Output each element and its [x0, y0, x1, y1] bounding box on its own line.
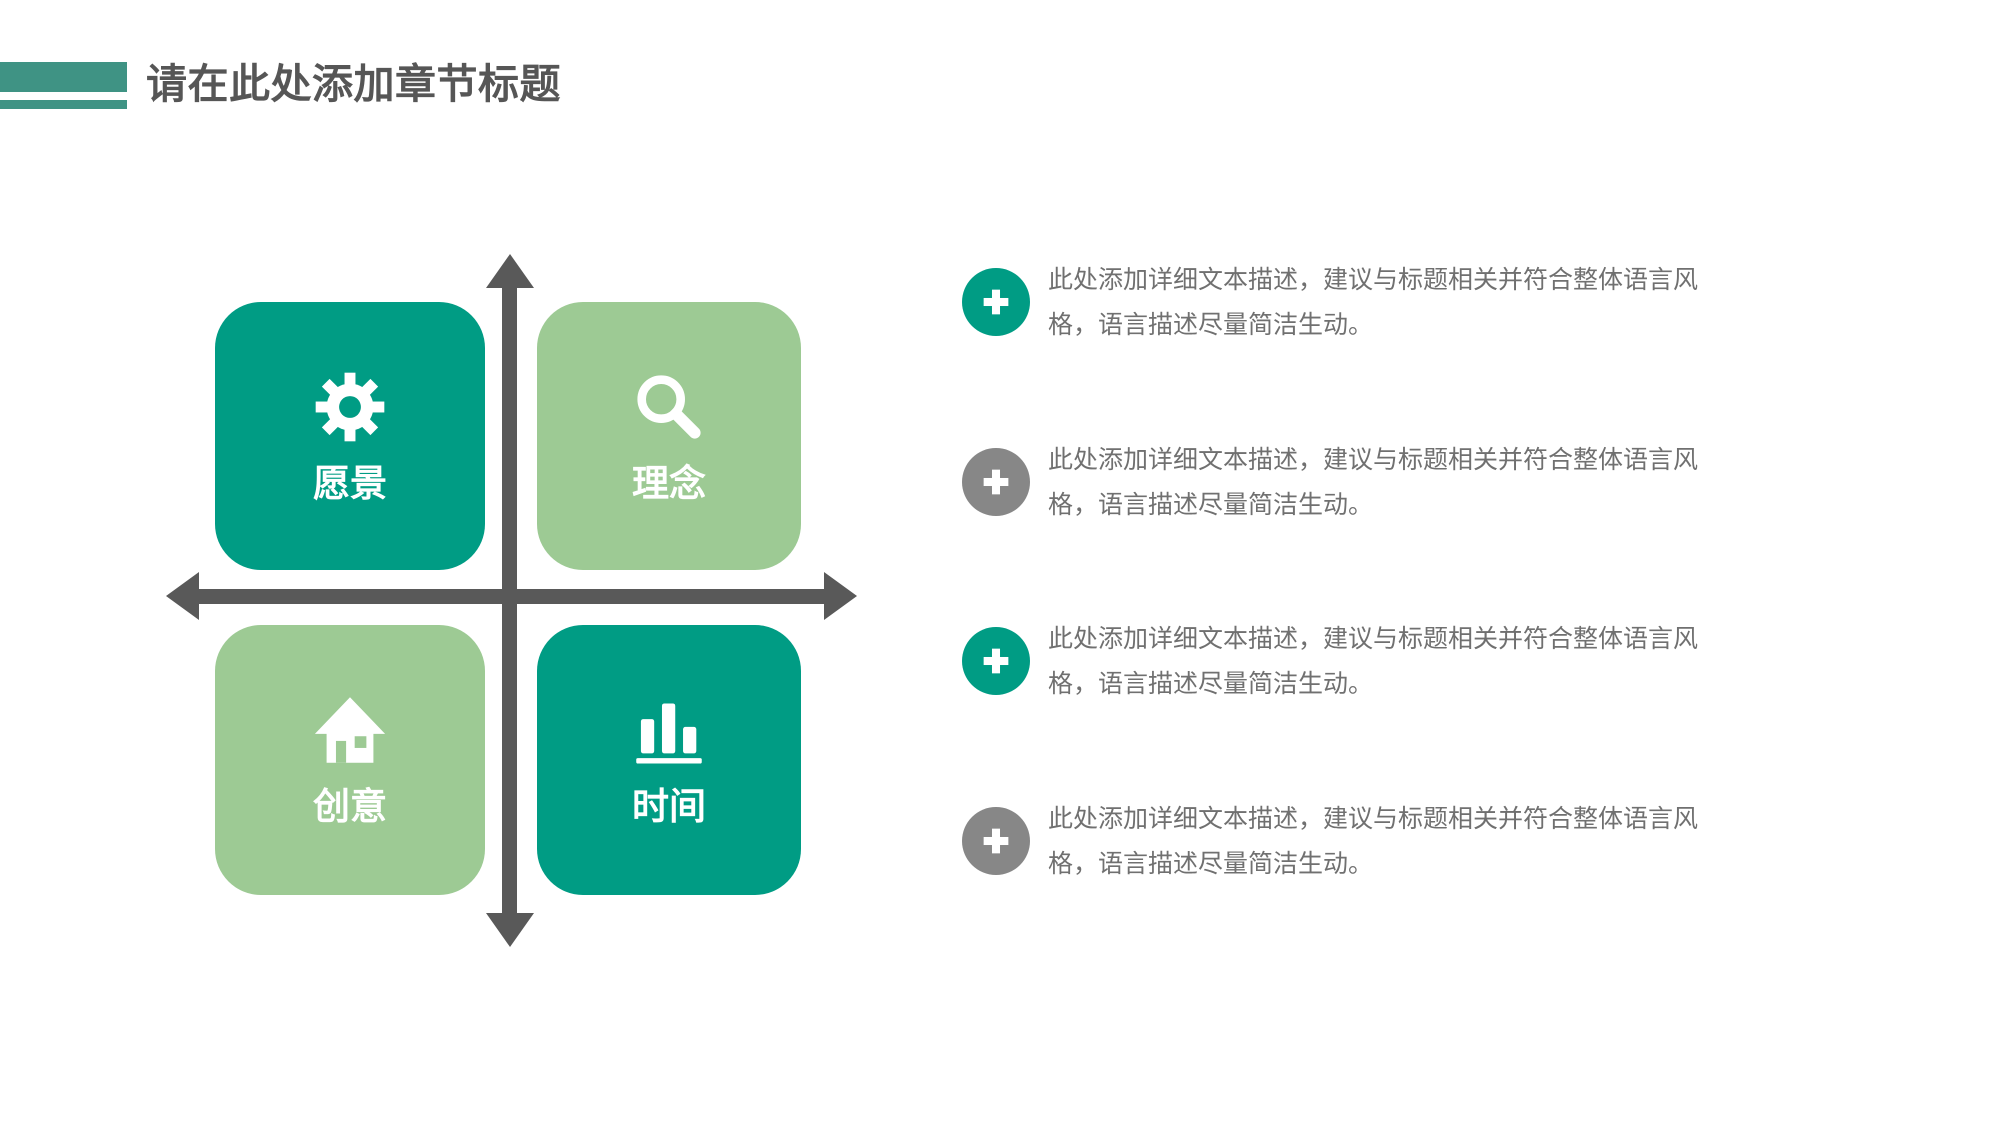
- x-axis: [197, 589, 826, 604]
- bullet-item: 此处添加详细文本描述，建议与标题相关并符合整体语言风 格，语言描述尽量简洁生动。: [962, 446, 1748, 528]
- card-label: 理念: [632, 463, 706, 504]
- bullet-item: 此处添加详细文本描述，建议与标题相关并符合整体语言风 格，语言描述尽量简洁生动。: [962, 625, 1748, 707]
- header-accent-bar: [0, 62, 127, 92]
- bullet-item: 此处添加详细文本描述，建议与标题相关并符合整体语言风 格，语言描述尽量简洁生动。: [962, 805, 1748, 887]
- arrow-right-icon: [824, 572, 857, 620]
- card-label: 时间: [632, 786, 706, 827]
- quadrant-card-time: 时间: [537, 625, 801, 895]
- bar-chart-icon: [630, 691, 708, 769]
- home-icon: [311, 691, 389, 769]
- quadrant-card-creativity: 创意: [215, 625, 485, 895]
- plus-icon: [962, 627, 1030, 695]
- page-title: 请在此处添加章节标题: [146, 61, 561, 107]
- bullet-text: 此处添加详细文本描述，建议与标题相关并符合整体语言风 格，语言描述尽量简洁生动。: [1048, 446, 1699, 519]
- bullet-item: 此处添加详细文本描述，建议与标题相关并符合整体语言风 格，语言描述尽量简洁生动。: [962, 266, 1748, 348]
- header-accent-line: [0, 100, 127, 109]
- gear-icon: [311, 368, 389, 446]
- bullet-text: 此处添加详细文本描述，建议与标题相关并符合整体语言风 格，语言描述尽量简洁生动。: [1048, 805, 1699, 878]
- arrow-down-icon: [486, 913, 534, 947]
- bullet-text: 此处添加详细文本描述，建议与标题相关并符合整体语言风 格，语言描述尽量简洁生动。: [1048, 266, 1699, 339]
- arrow-left-icon: [166, 572, 199, 620]
- plus-icon: [962, 807, 1030, 875]
- quadrant-card-vision: 愿景: [215, 302, 485, 570]
- plus-icon: [962, 268, 1030, 336]
- arrow-up-icon: [486, 254, 534, 288]
- quadrant-card-idea: 理念: [537, 302, 801, 570]
- search-icon: [630, 368, 708, 446]
- bullet-text: 此处添加详细文本描述，建议与标题相关并符合整体语言风 格，语言描述尽量简洁生动。: [1048, 625, 1699, 698]
- card-label: 愿景: [313, 463, 387, 504]
- card-label: 创意: [313, 786, 387, 827]
- plus-icon: [962, 448, 1030, 516]
